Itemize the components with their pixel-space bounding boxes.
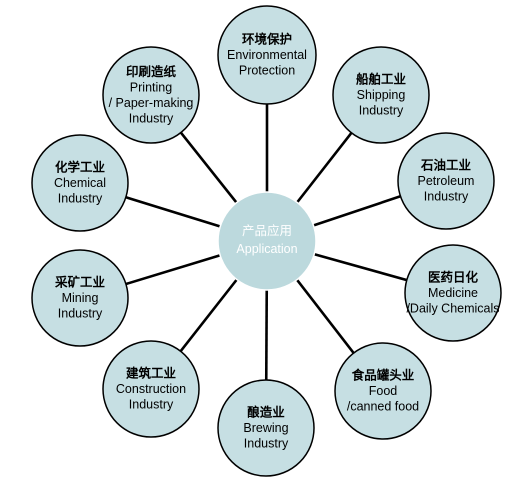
- center-circle: [217, 191, 317, 291]
- node-label-cn: 采矿工业: [54, 275, 106, 290]
- node-label-en: Industry: [129, 111, 174, 125]
- node-label-en: Mining: [62, 291, 99, 305]
- node-label-en: Shipping: [357, 88, 406, 102]
- node-label-en: Industry: [58, 192, 103, 206]
- node-label-cn: 食品罐头业: [351, 368, 415, 383]
- node-label-en: Petroleum: [418, 174, 475, 188]
- node-circle-construction: [102, 340, 200, 438]
- node-label-en: Printing: [130, 80, 172, 94]
- node-circle-environmental: [217, 5, 317, 105]
- node-circle-printing: [102, 46, 200, 144]
- node-circle-petroleum: [397, 132, 495, 230]
- node-circle-brewing: [217, 379, 315, 477]
- node-label-en: Industry: [129, 398, 174, 412]
- node-label-en: /canned food: [347, 400, 419, 414]
- node-label-en: Medicine: [428, 286, 478, 300]
- node-label-cn: 酿造业: [247, 405, 285, 420]
- center-label-en: Application: [236, 242, 297, 256]
- node-label-en: Environmental: [227, 48, 307, 62]
- node-circle-shipping: [332, 46, 430, 144]
- node-circle-mining: [31, 249, 129, 347]
- node-label-cn: 印刷造纸: [126, 64, 177, 79]
- node-label-en: /Daily Chemicals: [406, 302, 499, 316]
- node-label-cn: 环境保护: [242, 32, 292, 47]
- node-label-cn: 石油工业: [420, 158, 472, 173]
- node-label-en: Chemical: [54, 176, 106, 190]
- node-label-en: Industry: [424, 190, 469, 204]
- application-nodes: 环境保护EnvironmentalProtection船舶工业ShippingI…: [31, 5, 502, 477]
- node-label-en: Brewing: [243, 421, 288, 435]
- node-label-en: Food: [369, 384, 398, 398]
- center-label-cn: 产品应用: [242, 223, 292, 238]
- node-label-en: Industry: [58, 307, 103, 321]
- node-circle-food: [334, 342, 432, 440]
- node-circle-chemical: [31, 134, 129, 232]
- node-label-en: Industry: [244, 437, 289, 451]
- node-label-en: Industry: [359, 104, 404, 118]
- node-label-cn: 船舶工业: [356, 72, 407, 87]
- node-label-cn: 医药日化: [428, 270, 479, 285]
- node-label-en: / Paper-making: [109, 96, 194, 110]
- node-label-cn: 化学工业: [55, 160, 106, 175]
- node-label-cn: 建筑工业: [126, 366, 177, 381]
- center-node: 产品应用 Application: [217, 191, 317, 291]
- node-circle-medicine: [404, 244, 502, 342]
- node-label-en: Protection: [239, 64, 295, 78]
- node-label-en: Construction: [116, 382, 186, 396]
